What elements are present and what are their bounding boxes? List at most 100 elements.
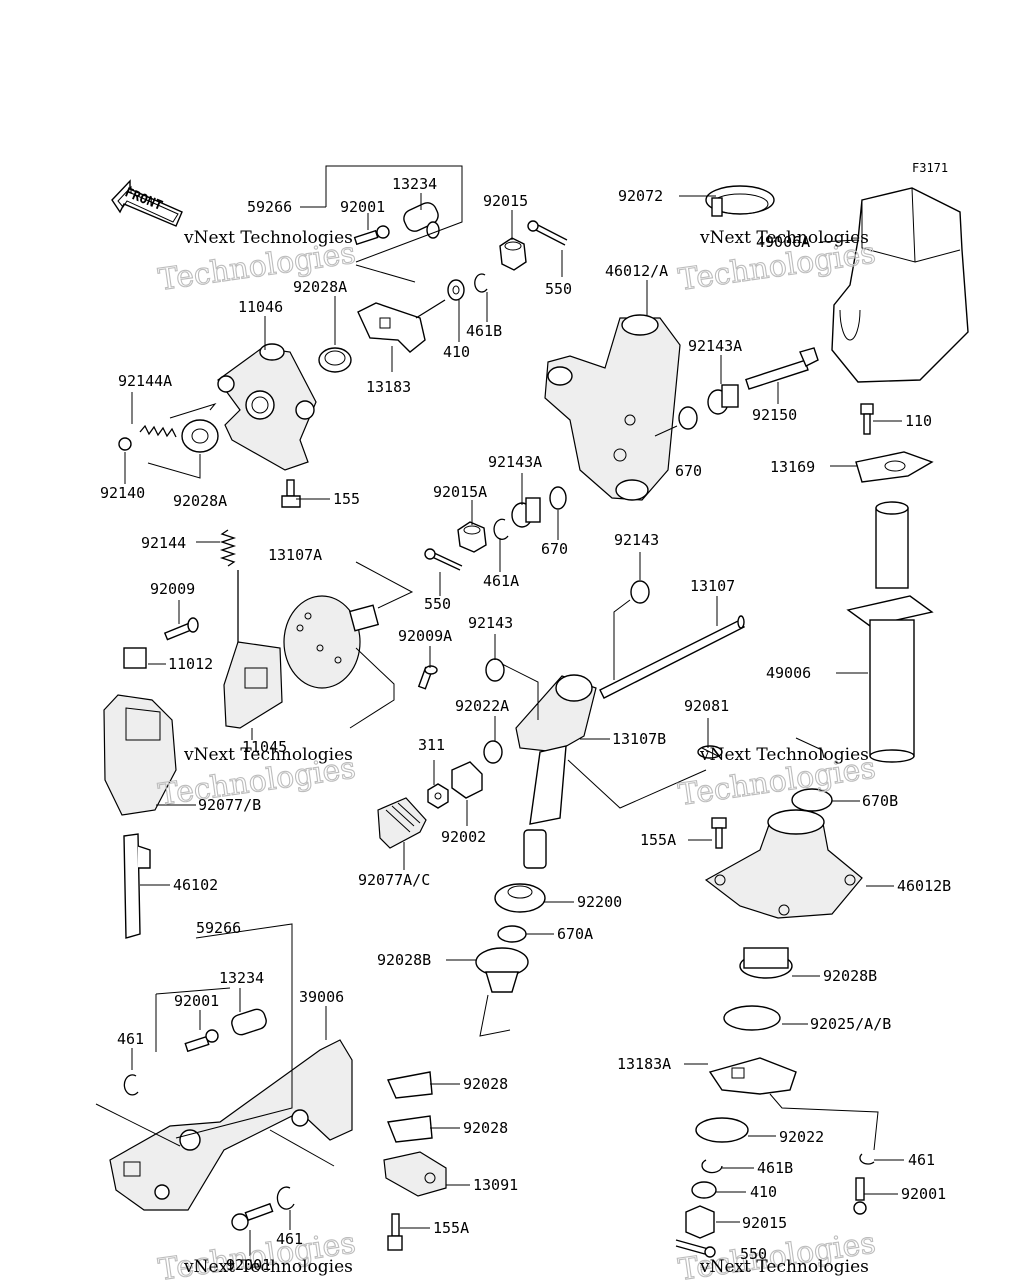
- label-92144: 92144: [141, 534, 186, 552]
- part-11045-bracket: [223, 641, 283, 729]
- label-13234-bottom: 13234: [219, 969, 264, 987]
- svg-text:vNext Technologies: vNext Technologies: [183, 228, 353, 248]
- part-92143a-bushing-right: [707, 384, 739, 415]
- label-92015-top: 92015: [483, 192, 528, 210]
- label-550-bottom: 550: [740, 1245, 767, 1263]
- label-11046: 11046: [238, 298, 283, 316]
- part-92022a-washer: [483, 740, 503, 764]
- label-92002: 92002: [441, 828, 486, 846]
- part-49006-column: [846, 501, 934, 763]
- label-92077b: 92077/B: [198, 796, 261, 814]
- part-13234-joint-bottom: [231, 1008, 267, 1036]
- label-92028-first: 92028: [463, 1075, 508, 1093]
- part-39006-lever-assembly: [109, 1039, 353, 1211]
- label-670-right: 670: [675, 462, 702, 480]
- label-13107a: 13107A: [268, 546, 322, 564]
- label-13169: 13169: [770, 458, 815, 476]
- part-92140-ball: [118, 437, 132, 451]
- label-13107b: 13107B: [612, 730, 666, 748]
- label-461b-top: 461B: [466, 322, 502, 340]
- label-311: 311: [418, 736, 445, 754]
- part-92072-clamp: [705, 185, 775, 217]
- label-46102: 46102: [173, 876, 218, 894]
- part-13107b-arm: [515, 674, 597, 869]
- part-461-clip-right: [859, 1153, 875, 1165]
- part-49006a-boot: [831, 187, 969, 383]
- label-13107: 13107: [690, 577, 735, 595]
- svg-text:vNext Technologies: vNext Technologies: [699, 1257, 869, 1277]
- part-92143a-bushing-center: [511, 497, 541, 528]
- part-13107a-disc: [283, 595, 380, 689]
- part-92002-plug: [451, 761, 483, 799]
- svg-text:vNext Technologies: vNext Technologies: [699, 745, 869, 765]
- part-92022-washer: [695, 1117, 749, 1143]
- part-461-clip-bottom: [276, 1186, 295, 1210]
- label-49006a: 49006A: [756, 233, 810, 251]
- part-92077b-cover: [103, 694, 177, 816]
- part-92144a-spring: [139, 424, 177, 438]
- front-arrow-icon: FRONT: [111, 179, 183, 227]
- part-670a-oring: [497, 925, 527, 943]
- label-59266-bottom: 59266: [196, 919, 241, 937]
- part-92028-bushing-2: [387, 1115, 433, 1143]
- part-92144-spring: [219, 529, 237, 567]
- label-155a-right: 155A: [640, 831, 676, 849]
- label-92028a-top: 92028A: [293, 278, 347, 296]
- label-550-center: 550: [424, 595, 451, 613]
- label-92028b-left: 92028B: [377, 951, 431, 969]
- label-410-bottom: 410: [750, 1183, 777, 1201]
- part-92028a-bushing-bottom: [181, 419, 219, 453]
- label-92028-second: 92028: [463, 1119, 508, 1137]
- label-92001-top: 92001: [340, 198, 385, 216]
- svg-text:vNext Technologies: vNext Technologies: [183, 745, 353, 765]
- part-92150-bolt: [745, 347, 819, 390]
- label-92001-right: 92001: [901, 1185, 946, 1203]
- label-92009: 92009: [150, 580, 195, 598]
- label-461-left: 461: [117, 1030, 144, 1048]
- part-92001-ball-joint-right: [853, 1177, 867, 1215]
- part-92028-bushing-1: [387, 1071, 433, 1099]
- part-110-bolt: [860, 403, 874, 435]
- part-13183a-lever: [708, 1057, 797, 1095]
- label-59266-top: 59266: [247, 198, 292, 216]
- label-13183: 13183: [366, 378, 411, 396]
- label-39006: 39006: [299, 988, 344, 1006]
- label-670-center: 670: [541, 540, 568, 558]
- part-550-cotter-pin-center: [424, 548, 463, 571]
- label-92015a: 92015A: [433, 483, 487, 501]
- part-92028b-bushing-right: [739, 947, 793, 979]
- part-92015-nut-top: [499, 237, 527, 271]
- svg-text:vNext Technologies: vNext Technologies: [183, 1257, 353, 1277]
- label-92150: 92150: [752, 406, 797, 424]
- part-92001-ball-joint-bottom: [231, 1202, 274, 1231]
- part-92028a-bushing-top: [318, 347, 352, 373]
- label-110: 110: [905, 412, 932, 430]
- part-13107-shaft: [599, 615, 745, 699]
- label-46012a: 46012/A: [605, 262, 668, 280]
- label-670b: 670B: [862, 792, 898, 810]
- part-155a-bolt-bottom: [387, 1213, 403, 1251]
- part-92143-bushing-mid: [485, 658, 505, 682]
- label-46012b: 46012B: [897, 877, 951, 895]
- part-311-nut: [427, 783, 449, 809]
- label-155a-bottom: 155A: [433, 1219, 469, 1237]
- leader-lines: [95, 165, 904, 1256]
- part-11046-housing: [217, 343, 317, 471]
- part-155a-bolt-right: [711, 817, 727, 849]
- label-92022a: 92022A: [455, 697, 509, 715]
- label-92072: 92072: [618, 187, 663, 205]
- label-461-bottom: 461: [276, 1230, 303, 1248]
- label-92081: 92081: [684, 697, 729, 715]
- label-11012: 11012: [168, 655, 213, 673]
- watermark-bottom-right: Technologies vNext Technologies: [676, 1225, 879, 1280]
- part-461b-clip-top: [474, 273, 488, 293]
- label-49006: 49006: [766, 664, 811, 682]
- label-410-top: 410: [443, 343, 470, 361]
- label-670a: 670A: [557, 925, 593, 943]
- svg-text:vNext Technologies: vNext Technologies: [699, 228, 869, 248]
- part-11012-block: [123, 647, 147, 669]
- part-92077ac-boot: [377, 797, 427, 849]
- label-92028a-bottom: 92028A: [173, 492, 227, 510]
- part-46012b-cover: [704, 809, 863, 919]
- part-461-clip-left: [123, 1074, 139, 1096]
